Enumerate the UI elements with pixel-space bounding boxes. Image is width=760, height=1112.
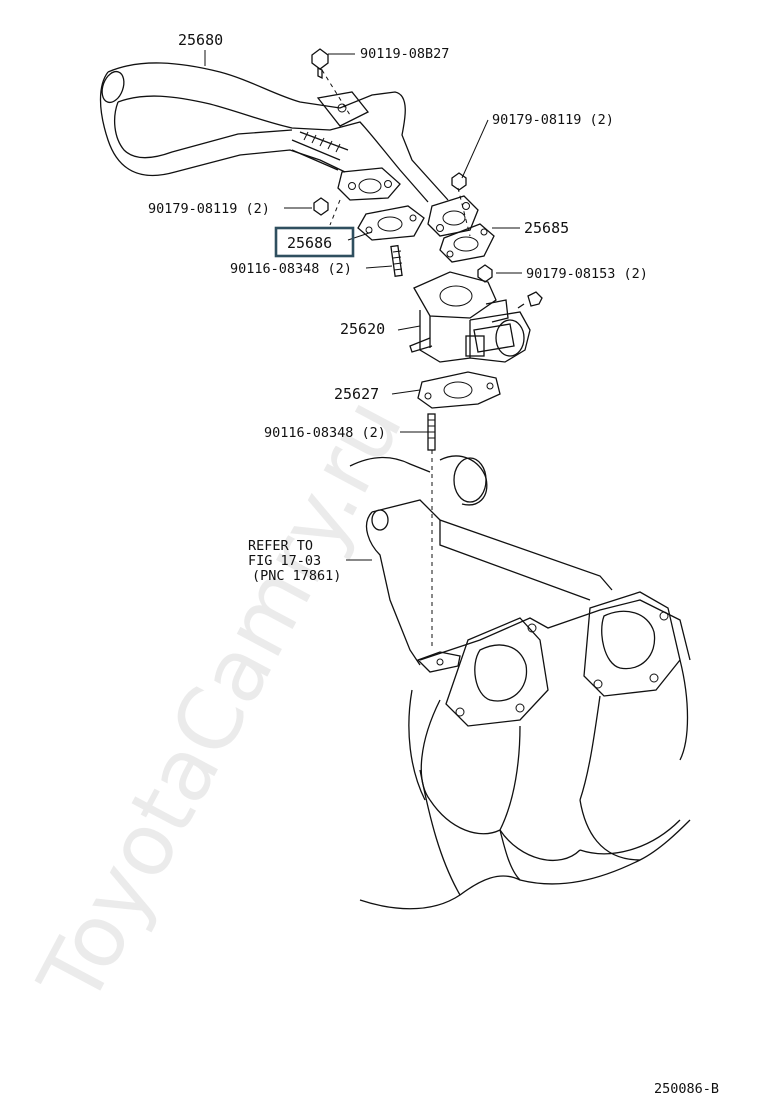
alignment-lines bbox=[321, 69, 471, 650]
label-25680: 25680 bbox=[178, 31, 223, 49]
label-25685: 25685 bbox=[524, 219, 569, 237]
label-90116-08348-lower: 90116-08348 (2) bbox=[264, 425, 386, 441]
highlight-box-25686 bbox=[274, 226, 355, 258]
label-25686: 25686 bbox=[287, 234, 332, 252]
stud-lower-drawing bbox=[427, 413, 436, 451]
egr-pipe-drawing bbox=[99, 62, 479, 237]
label-90119-08b27: 90119-08B27 bbox=[360, 46, 449, 62]
stud-upper-drawing bbox=[390, 244, 403, 278]
label-90179-08153: 90179-08153 (2) bbox=[526, 266, 648, 282]
label-90116-08348-upper: 90116-08348 (2) bbox=[230, 261, 352, 277]
intake-manifold-drawing bbox=[349, 455, 691, 910]
diagram-code: 250086-B bbox=[654, 1081, 719, 1097]
label-25627: 25627 bbox=[334, 385, 379, 403]
refer-note-line1: REFER TO bbox=[248, 538, 313, 554]
gasket-25627-drawing bbox=[417, 371, 501, 409]
refer-note-line3: (PNC 17861) bbox=[252, 568, 341, 584]
egr-valve-drawing bbox=[409, 271, 531, 363]
label-25620: 25620 bbox=[340, 320, 385, 338]
refer-note-line2: FIG 17-03 bbox=[248, 553, 321, 569]
label-90179-08119-left: 90179-08119 (2) bbox=[148, 201, 270, 217]
label-90179-08119-upper: 90179-08119 (2) bbox=[492, 112, 614, 128]
nuts-drawing bbox=[311, 48, 543, 309]
gasket-25686-drawing bbox=[357, 205, 425, 241]
leader-lines bbox=[204, 50, 522, 561]
gasket-25685-drawing bbox=[439, 223, 495, 263]
watermark-text: ToyotaCamry.ru bbox=[20, 383, 422, 1021]
